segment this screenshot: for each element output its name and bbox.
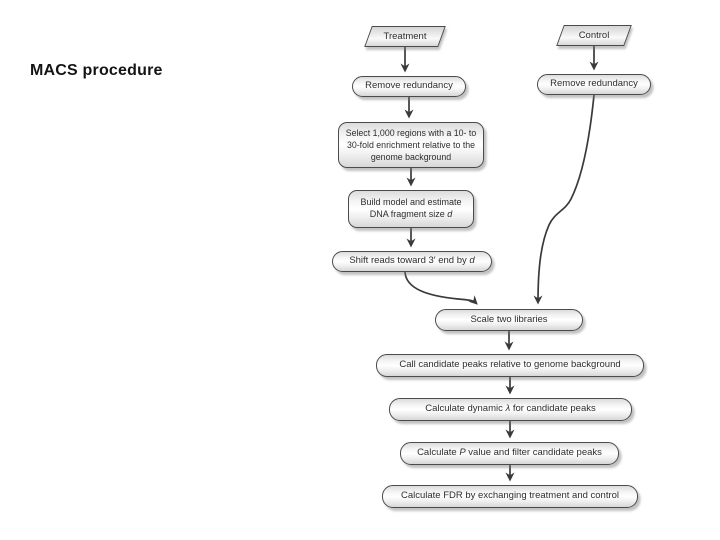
node-label: Treatment	[383, 31, 427, 42]
node-label: Calculate P value and filter candidate p…	[417, 447, 602, 459]
flow-node-remove-redundancy-treatment: Remove redundancy	[352, 76, 466, 97]
node-label: Scale two libraries	[470, 313, 548, 325]
flow-node-call-peaks: Call candidate peaks relative to genome …	[376, 354, 644, 377]
node-label: Remove redundancy	[365, 80, 453, 92]
node-label: Build model and estimate DNA fragment si…	[360, 197, 462, 219]
flow-node-shift-reads: Shift reads toward 3′ end by d	[332, 251, 492, 272]
flow-node-calc-lambda: Calculate dynamic λ for candidate peaks	[389, 398, 632, 421]
flow-node-build-model: Build model and estimate DNA fragment si…	[348, 190, 474, 228]
flow-node-calc-pvalue: Calculate P value and filter candidate p…	[400, 442, 619, 465]
node-label: Control	[578, 30, 610, 41]
node-label: Select 1,000 regions with a 10- to 30-fo…	[345, 127, 477, 163]
flow-node-scale-libraries: Scale two libraries	[435, 309, 583, 331]
flow-node-treatment: Treatment	[364, 26, 446, 47]
flow-node-remove-redundancy-control: Remove redundancy	[537, 74, 651, 95]
flow-node-control: Control	[556, 25, 632, 46]
variable-p: P	[459, 447, 466, 459]
variable-d: d	[447, 209, 453, 219]
page-title: MACS procedure	[30, 62, 163, 79]
flow-node-select-regions: Select 1,000 regions with a 10- to 30-fo…	[338, 122, 484, 168]
flow-node-calc-fdr: Calculate FDR by exchanging treatment an…	[382, 485, 638, 508]
connector-removecontrol-scale	[533, 94, 595, 305]
node-label: Calculate FDR by exchanging treatment an…	[400, 490, 620, 502]
node-label: Shift reads toward 3′ end by d	[349, 255, 475, 267]
connector-shift-scale	[404, 271, 478, 305]
node-label: Call candidate peaks relative to genome …	[399, 359, 621, 371]
node-label: Remove redundancy	[550, 78, 638, 90]
variable-lambda: λ	[505, 403, 511, 415]
node-label: Calculate dynamic λ for candidate peaks	[425, 403, 596, 415]
variable-d: d	[469, 255, 475, 267]
